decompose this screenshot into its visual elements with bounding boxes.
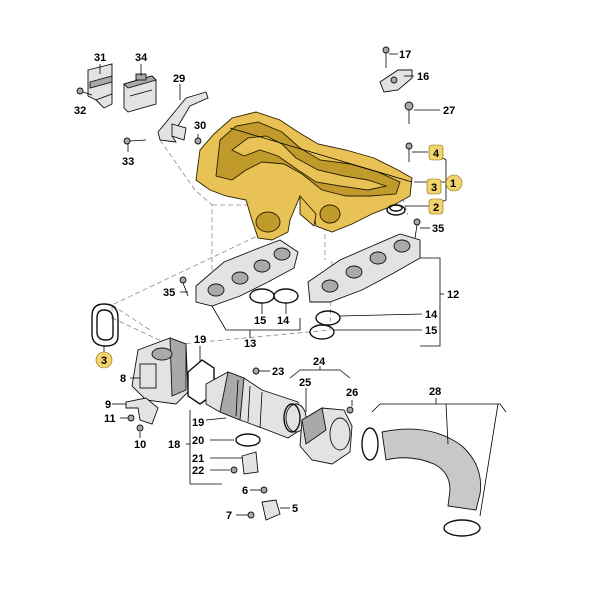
label-7: 7: [226, 510, 232, 522]
label-26: 26: [346, 387, 358, 399]
label-15-right: 15: [425, 325, 437, 337]
bracket-16: [379, 69, 413, 93]
label-3-left: 3: [101, 355, 107, 367]
label-17: 17: [399, 49, 411, 61]
label-10: 10: [134, 439, 146, 451]
screw-7: [247, 511, 255, 519]
label-24: 24: [313, 356, 326, 368]
seal-20: [235, 433, 261, 447]
bolt-4: [405, 142, 413, 162]
bolt-6: [260, 486, 268, 494]
label-14-left: 14: [277, 315, 290, 327]
bolt-26: [346, 406, 354, 414]
label-13: 13: [244, 338, 256, 350]
label-21: 21: [192, 453, 204, 465]
label-9: 9: [105, 399, 111, 411]
intake-manifold-1: [195, 111, 413, 241]
label-35-right: 35: [432, 223, 444, 235]
label-29: 29: [173, 73, 185, 85]
label-25: 25: [299, 377, 311, 389]
label-12: 12: [447, 289, 459, 301]
highlight-badges: [95, 144, 463, 369]
label-3-top: 3: [431, 182, 437, 194]
label-8: 8: [120, 373, 126, 385]
label-28: 28: [429, 386, 441, 398]
screw-11: [127, 414, 135, 422]
label-18: 18: [168, 439, 180, 451]
seal-25: [283, 403, 301, 433]
label-16: 16: [417, 71, 429, 83]
screw-32: [76, 87, 93, 96]
label-32: 32: [74, 105, 86, 117]
badge-3-left: [95, 351, 113, 369]
hose-28: [361, 427, 482, 537]
screw-33: [123, 137, 147, 145]
flap-housing-8: [131, 337, 189, 405]
runner-flange-13: [195, 239, 299, 307]
control-unit-34: [123, 73, 157, 113]
label-27: 27: [443, 105, 455, 117]
o-rings-14-15: [249, 288, 341, 340]
label-23: 23: [272, 366, 284, 378]
bracket-5: [261, 499, 281, 521]
label-22: 22: [192, 465, 204, 477]
label-5: 5: [292, 503, 298, 515]
label-2: 2: [433, 202, 439, 214]
bracket-29: [157, 91, 209, 143]
label-34: 34: [135, 52, 148, 64]
label-33: 33: [122, 156, 134, 168]
gasket-3: [91, 303, 119, 347]
label-6: 6: [242, 485, 248, 497]
sensor-bracket-9: [125, 397, 159, 425]
label-35-left: 35: [163, 287, 175, 299]
bolt-30: [194, 137, 202, 145]
callout-labels: 31 34 29 32 30 33 17 16 27 4 3 1 2 35 35…: [74, 49, 459, 522]
badge-1: [445, 174, 463, 192]
label-14-right: 14: [425, 309, 438, 321]
bolt-35-left: [179, 276, 189, 297]
label-20: 20: [192, 435, 204, 447]
badge-2: [428, 198, 444, 215]
label-19-top: 19: [194, 334, 206, 346]
intake-pipe-18: [205, 371, 307, 439]
bracket-plate-31: [87, 63, 113, 109]
label-4: 4: [433, 148, 440, 160]
label-15-left: 15: [254, 315, 266, 327]
sensor-21: [241, 451, 259, 475]
badge-3-top: [426, 178, 442, 195]
label-31: 31: [94, 52, 106, 64]
leader-lines: [99, 53, 507, 517]
bolt-35-right: [413, 218, 421, 239]
screw-22: [230, 466, 238, 474]
badge-4: [428, 144, 444, 161]
label-11: 11: [104, 413, 116, 425]
bolt-27: [404, 101, 414, 124]
screw-10: [136, 424, 144, 432]
bolt-17: [382, 46, 390, 68]
seal-2: [386, 204, 406, 216]
label-30: 30: [194, 120, 206, 132]
throttle-body-24: [299, 407, 353, 465]
label-1: 1: [450, 178, 456, 190]
label-19-bottom: 19: [192, 417, 204, 429]
